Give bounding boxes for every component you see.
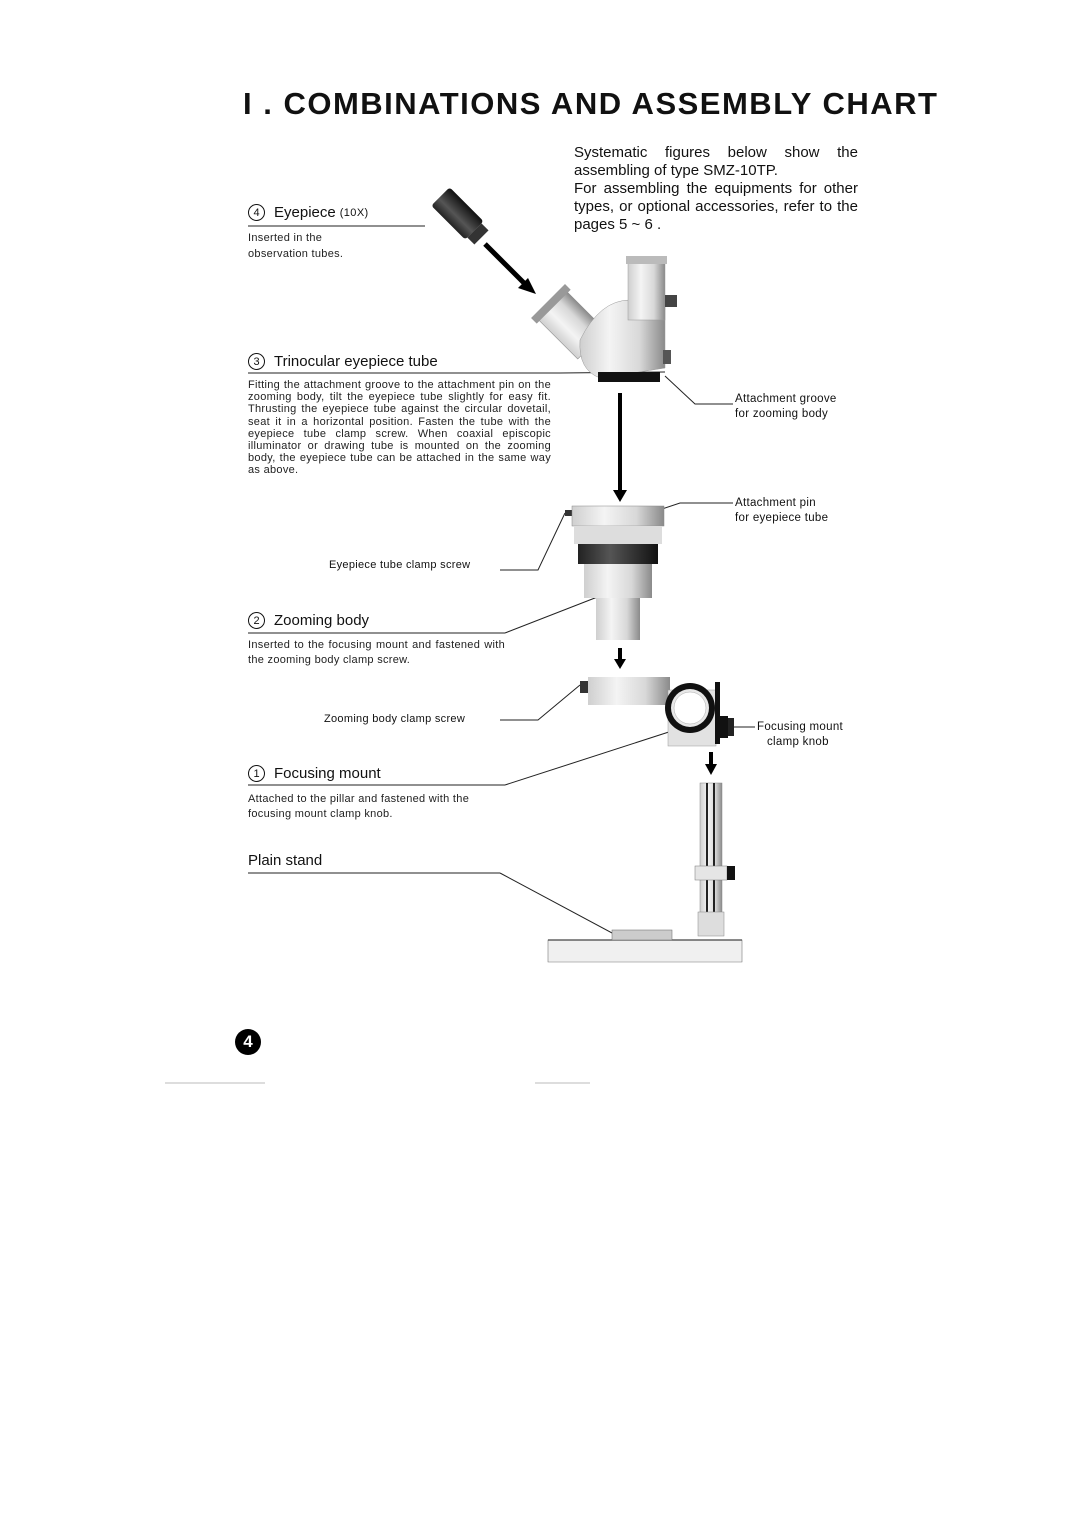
plain-stand-label: Plain stand [248,852,323,869]
intro-text: Systematic figures below show the assemb… [574,144,858,234]
eyepiece-description: Inserted in the observation tubes. [248,232,344,260]
focusing-knob-line-1: Focusing mount [757,721,844,733]
attachment-groove-line-1: Attachment groove [735,393,837,405]
eyepiece-heading: 4 Eyepiece (10X) [248,204,369,221]
trinocular-number: 3 [248,353,265,370]
focusing-knob-label: Focusing mount clamp knob [757,720,843,750]
page-title: I . COMBINATIONS AND ASSEMBLY CHART [243,86,939,121]
plain-stand-drawing [547,782,743,963]
focusing-number: 1 [248,765,265,782]
attachment-groove-label: Attachment groove for zooming body [735,392,837,422]
intro-line-1: Systematic figures below show the assemb… [574,144,858,179]
zooming-number: 2 [248,612,265,629]
eyepiece-magnification: (10X) [339,206,369,219]
focusing-label: Focusing mount [274,765,381,782]
focusing-mount-drawing [580,677,734,747]
attachment-pin-line-2: for eyepiece tube [735,512,829,524]
attachment-pin-line-1: Attachment pin [735,497,816,509]
focusing-heading: 1 Focusing mount [248,765,381,782]
eyepiece-label: Eyepiece [274,204,336,221]
trinocular-tube-drawing [531,256,677,382]
attachment-pin-label: Attachment pin for eyepiece tube [735,496,828,526]
trinocular-heading: 3 Trinocular eyepiece tube [248,353,438,370]
page-number-badge: 4 [235,1029,261,1055]
zooming-description: Inserted to the focusing mount and faste… [248,639,505,666]
eyepiece-number: 4 [248,204,265,221]
arrow-down-3 [705,752,717,775]
trinocular-label: Trinocular eyepiece tube [274,353,438,370]
eyepiece-clamp-screw-label: Eyepiece tube clamp screw [329,559,471,571]
heading-rules [248,225,560,874]
eyepiece-drawing [432,188,536,294]
zooming-clamp-screw-label: Zooming body clamp screw [324,713,466,725]
arrow-down-2 [614,648,626,669]
attachment-groove-line-2: for zooming body [735,408,829,420]
zooming-heading: 2 Zooming body [248,612,369,629]
trinocular-description: Fitting the attachment groove to the att… [248,379,551,477]
focusing-knob-line-2: clamp knob [767,736,829,748]
zooming-label: Zooming body [274,612,370,629]
focusing-description: Attached to the pillar and fastened with… [248,793,470,820]
zooming-body-drawing [565,505,665,640]
intro-line-2: For assembling the equipments for other … [574,180,858,233]
arrow-down-1 [613,393,627,502]
